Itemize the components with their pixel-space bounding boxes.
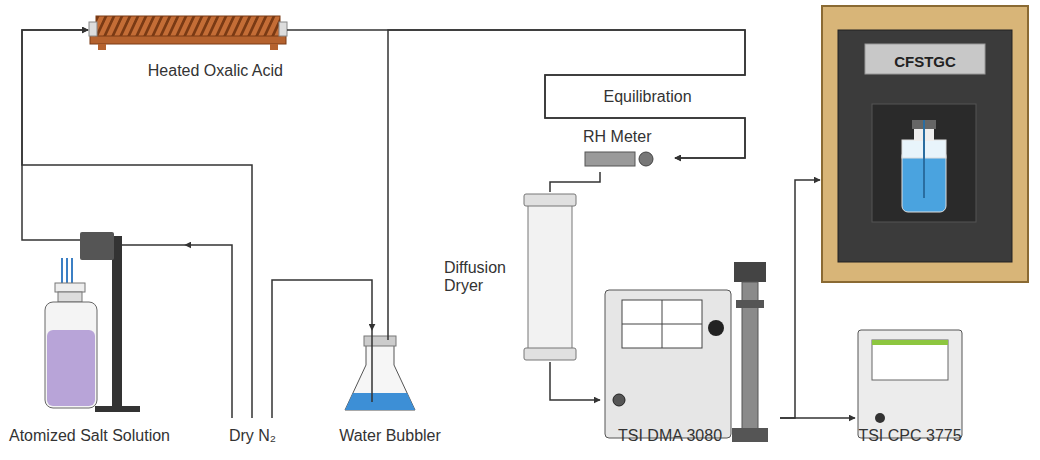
rh-meter-device: RH Meter xyxy=(575,128,675,172)
dma-illustration xyxy=(708,320,724,336)
cpc-illustration xyxy=(872,340,948,345)
dryer-illustration xyxy=(524,348,576,360)
device-label: Diffusion Dryer xyxy=(444,259,524,296)
cpc-illustration xyxy=(858,330,962,438)
device-label: TSI CPC 3775 xyxy=(858,427,961,445)
atomizer-illustration xyxy=(112,236,122,408)
atomizer-illustration xyxy=(22,225,185,412)
device-label: RH Meter xyxy=(583,128,651,146)
heater-illustration xyxy=(279,22,287,36)
cpc-illustration xyxy=(875,413,885,423)
bubbler-illustration xyxy=(387,330,389,340)
dma-illustration xyxy=(736,300,764,308)
heater-illustration xyxy=(287,29,295,31)
gas-line xyxy=(780,180,820,418)
atomizer-illustration xyxy=(55,283,85,292)
chamber-illustration xyxy=(838,30,1012,262)
bubbler-illustration xyxy=(345,330,415,410)
coil-label: Equilibration xyxy=(555,84,740,110)
atomizer-illustration xyxy=(22,225,80,240)
rh-meter-illustration xyxy=(585,152,653,166)
device-label: Dry N₂ xyxy=(229,427,276,445)
heater-illustration xyxy=(89,22,97,36)
dma-illustration xyxy=(605,262,768,442)
chamber-illustration xyxy=(923,120,925,198)
atomizer-illustration xyxy=(47,330,95,406)
heater-illustration xyxy=(89,16,295,50)
dryer-illustration xyxy=(524,194,576,206)
dma-illustration xyxy=(734,262,766,282)
heater-illustration xyxy=(270,44,278,50)
atomizer-device: Atomized Salt Solution xyxy=(5,225,185,448)
chamber-device: CFSTGC xyxy=(820,4,1030,284)
heater-device: Heated Oxalic Acid xyxy=(88,8,295,82)
atomizer-illustration xyxy=(95,406,140,412)
heater-illustration xyxy=(96,16,280,36)
rh-meter-illustration xyxy=(585,152,635,166)
dma-illustration xyxy=(732,428,768,442)
atomizer-illustration xyxy=(58,292,82,302)
gas-line xyxy=(550,172,600,192)
gas-line xyxy=(550,362,600,400)
dma-illustration xyxy=(622,300,702,348)
gas-line xyxy=(295,30,745,158)
part-label: Equilibration xyxy=(603,88,691,106)
bubbler-illustration xyxy=(371,330,373,402)
gas-line xyxy=(22,30,252,418)
bubbler-illustration xyxy=(345,393,415,410)
gas-line xyxy=(272,280,372,418)
gas-source: Dry N₂ xyxy=(205,418,300,448)
rh-meter-illustration xyxy=(639,152,653,166)
dma-illustration xyxy=(622,324,702,325)
gas-line xyxy=(780,417,855,419)
bubbler-illustration xyxy=(364,336,396,346)
cpc-illustration xyxy=(872,340,948,380)
heater-illustration xyxy=(98,44,106,50)
device-label: Atomized Salt Solution xyxy=(9,427,170,445)
dma-illustration xyxy=(605,290,731,438)
device-label: CFSTGC xyxy=(894,53,956,70)
dryer-device: Diffusion Dryer xyxy=(440,192,575,362)
gas-line xyxy=(185,245,232,418)
atomizer-illustration xyxy=(80,232,114,260)
cpc-illustration xyxy=(858,330,962,438)
bubbler-illustration xyxy=(345,345,415,410)
chamber-illustration xyxy=(872,104,976,222)
dryer-illustration xyxy=(524,194,576,360)
device-label: Heated Oxalic Acid xyxy=(148,62,283,80)
bubbler-device: Water Bubbler xyxy=(330,330,450,448)
cpc-device: TSI CPC 3775 xyxy=(855,322,965,448)
atomizer-illustration xyxy=(122,244,185,246)
gas-line xyxy=(22,30,88,225)
device-label: TSI DMA 3080 xyxy=(618,427,722,445)
device-label: Water Bubbler xyxy=(339,427,441,445)
chamber-illustration xyxy=(865,44,985,74)
dma-illustration xyxy=(613,394,625,406)
chamber-illustration xyxy=(822,6,1028,282)
atomizer-illustration xyxy=(45,302,97,408)
gas-line xyxy=(388,30,745,330)
chamber-illustration xyxy=(822,6,1028,282)
connector-layer xyxy=(22,30,855,418)
dma-device: TSI DMA 3080 xyxy=(600,255,780,448)
dryer-illustration xyxy=(528,198,572,356)
